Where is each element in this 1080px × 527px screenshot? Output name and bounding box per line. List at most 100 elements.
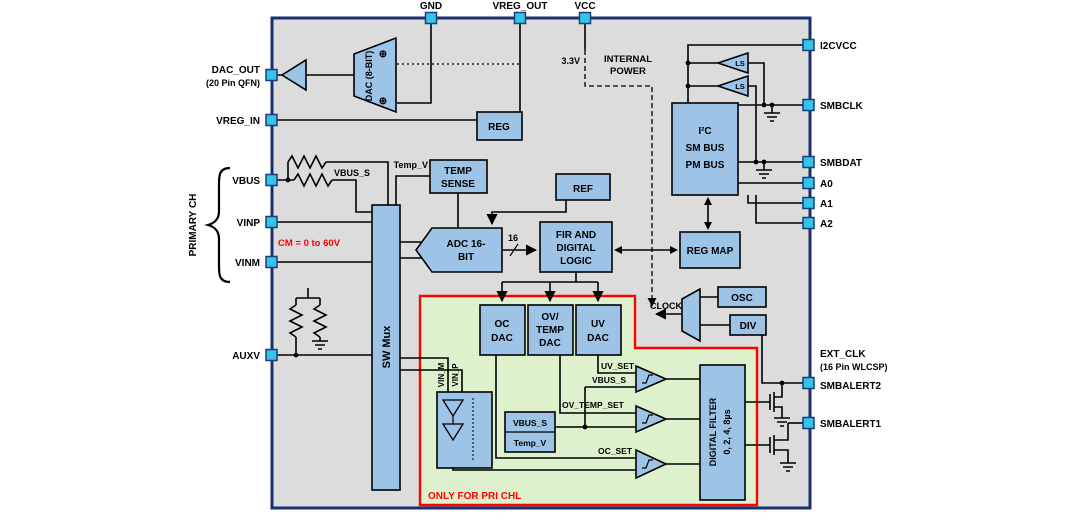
vcc-label: VCC — [574, 1, 595, 12]
dac-out-label: DAC_OUT — [212, 65, 260, 76]
arrow-down — [704, 222, 712, 230]
block-ov-temp-dac: OV/ TEMP DAC — [527, 304, 574, 356]
level-shifter-2: LS — [715, 74, 749, 98]
ov-temp-set-label: OV_TEMP_SET — [562, 400, 625, 410]
ext-clk-pkg-label: (16 Pin WLCSP) — [820, 362, 888, 372]
wire-temp-v — [395, 175, 430, 205]
smbalert2-label: SMBALERT2 — [820, 381, 882, 392]
ov-dac-label-2: TEMP — [536, 325, 564, 336]
dac-sum-icon: ⊕ — [379, 49, 387, 60]
wire-gnd — [397, 23, 432, 104]
bus-width-label: 16 — [508, 233, 518, 243]
digital-filter-label-2: 0, 2, 4, 8µs — [722, 409, 732, 454]
resistor-vbus — [293, 172, 333, 188]
wire-ls2-out — [748, 85, 757, 162]
smbclk-label: SMBCLK — [820, 101, 864, 112]
comparator-ov-temp — [635, 404, 669, 434]
pin-vreg-out — [513, 11, 527, 25]
sw-mux-label: SW Mux — [381, 325, 393, 369]
primary-ch-label: PRIMARY CH — [188, 194, 199, 257]
pin-labels: GND VREG_OUT VCC DAC_OUT (20 Pin QFN) VR… — [188, 1, 888, 430]
block-ref: REF — [555, 173, 611, 201]
wire-ref-adc — [486, 198, 567, 226]
ls2-label: LS — [735, 82, 745, 91]
vreg-in-label: VREG_IN — [216, 116, 260, 127]
ov-dac-label-1: OV/ — [541, 312, 558, 323]
i2c-label-1: I²C — [698, 126, 711, 137]
i2cvcc-label: I2CVCC — [820, 41, 857, 52]
junction-dots — [285, 60, 785, 430]
dac-sum-icon: ⊕ — [379, 96, 387, 107]
signal-temp-v-label: Temp_V — [514, 438, 547, 448]
clock-label: CLOCK — [650, 301, 682, 311]
block-dac: ⊕ ⊕ DAC (8-BIT) — [353, 36, 397, 114]
pin-i2cvcc — [802, 38, 815, 52]
wire-filter-gates — [745, 401, 770, 446]
wire-vin-sense — [400, 357, 463, 392]
pin-auxv — [265, 348, 278, 362]
block-digital-filter: DIGITAL FILTER 0, 2, 4, 8µs — [699, 364, 746, 501]
ov-dac-label-3: DAC — [539, 338, 561, 349]
block-div: DIV — [729, 314, 767, 336]
ground-smbalert1 — [780, 462, 796, 472]
vreg-out-label: VREG_OUT — [492, 1, 547, 12]
internal-power-label-1: INTERNAL — [604, 54, 652, 65]
block-temp-sense: TEMP SENSE — [429, 159, 488, 194]
hysteresis-icon — [642, 374, 653, 384]
div-label: DIV — [740, 321, 757, 332]
uv-dac-label-2: DAC — [587, 333, 609, 344]
arrow-up — [704, 197, 712, 205]
block-i2c: I²C SM BUS PM BUS — [671, 102, 739, 196]
wire-a1 — [747, 195, 803, 204]
pin-squares — [265, 11, 815, 430]
digital-filter-label-1: DIGITAL FILTER — [708, 397, 718, 466]
wire-vbus-b — [332, 179, 372, 213]
auxv-divider — [288, 288, 328, 355]
vin-m-label: VIN_M — [437, 362, 446, 387]
bus-slash — [509, 243, 519, 257]
arrow-left — [614, 246, 622, 254]
clock-mux-icon — [681, 287, 701, 343]
temp-sense-label-1: TEMP — [444, 166, 472, 177]
auxv-label: AUXV — [232, 351, 260, 362]
uv-dac-label-1: UV — [591, 319, 605, 330]
temp-v-label: Temp_V — [394, 160, 428, 170]
smbdat-label: SMBDAT — [820, 158, 862, 169]
level-shifter-1: LS — [715, 51, 749, 75]
ground-smbalert2 — [774, 417, 790, 427]
pin-dac-out — [265, 68, 278, 82]
dac-out-pkg-label: (20 Pin QFN) — [206, 78, 260, 88]
pin-smbclk — [802, 98, 815, 112]
ref-label: REF — [573, 184, 593, 195]
pin-smbalert2-extclk — [802, 376, 815, 390]
vbus-label: VBUS — [232, 176, 260, 187]
fir-label-3: LOGIC — [560, 256, 592, 267]
i2c-label-2: SM BUS — [686, 143, 725, 154]
a1-label: A1 — [820, 199, 833, 210]
a0-label: A0 — [820, 179, 833, 190]
vbus-s-cmp-label: VBUS_S — [592, 375, 626, 385]
resistor-auxv-2 — [312, 304, 328, 338]
wire-vbus-s-cmp — [584, 386, 636, 427]
pin-vinp — [265, 215, 278, 229]
dac-output-buffer-icon — [280, 58, 307, 92]
gnd-label: GND — [420, 1, 442, 12]
pin-vbus — [265, 173, 278, 187]
wire-vbus-s — [326, 161, 389, 205]
wire-uv-set — [597, 355, 636, 374]
wire-oc-set — [495, 355, 636, 459]
block-sw-mux: SW Mux — [371, 204, 401, 491]
comparator-oc — [635, 448, 668, 480]
i2c-label-3: PM BUS — [686, 160, 725, 171]
block-uv-dac: UV DAC — [575, 304, 622, 356]
hysteresis-icon — [642, 459, 653, 469]
resistor-vbus-s — [287, 154, 327, 170]
block-sense-amp — [436, 391, 493, 469]
adc-label-1: ADC 16- — [447, 239, 486, 250]
block-signal-select: VBUS_S Temp_V — [504, 411, 556, 453]
vinm-label: VINM — [235, 258, 260, 269]
pin-smbalert1 — [802, 416, 815, 430]
reg-label: REG — [488, 122, 510, 133]
pin-gnd — [424, 11, 438, 25]
pin-vreg-in — [265, 113, 278, 127]
